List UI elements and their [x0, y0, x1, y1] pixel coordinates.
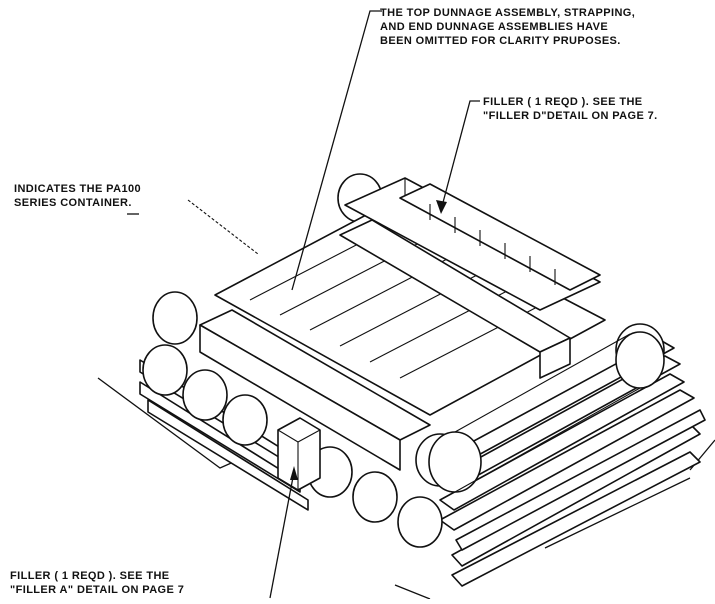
callout-line: BEEN OMITTED FOR CLARITY PRUPOSES.: [380, 35, 621, 47]
filler-a-callout: FILLER ( 1 REQD ). SEE THE "FILLER A" DE…: [10, 569, 184, 597]
callout-line: FILLER ( 1 REQD ). SEE THE: [483, 96, 643, 108]
leader-lines: [127, 10, 480, 599]
callout-line: INDICATES THE PA100: [14, 183, 141, 195]
callout-line: "FILLER D"DETAIL ON PAGE 7.: [483, 110, 658, 122]
filler-a-block: [277, 417, 321, 491]
side-boards-right: [439, 339, 706, 587]
container-callout: INDICATES THE PA100 SERIES CONTAINER.: [14, 182, 141, 210]
dunnage-beam-left: [199, 309, 431, 471]
top-dunnage-omitted-callout: THE TOP DUNNAGE ASSEMBLY, STRAPPING, AND…: [380, 6, 635, 48]
filler-d-callout: FILLER ( 1 REQD ). SEE THE "FILLER D"DET…: [483, 95, 658, 123]
callout-line: AND END DUNNAGE ASSEMBLIES HAVE: [380, 21, 609, 33]
callout-line: FILLER ( 1 REQD ). SEE THE: [10, 570, 170, 582]
containers-front-right: [428, 331, 665, 493]
callout-line: "FILLER A" DETAIL ON PAGE 7: [10, 584, 185, 596]
callout-line: SERIES CONTAINER.: [14, 197, 132, 209]
dunnage-beam-right: [339, 219, 571, 379]
callout-line: THE TOP DUNNAGE ASSEMBLY, STRAPPING,: [380, 7, 636, 19]
filler-d-rail: [344, 177, 601, 311]
